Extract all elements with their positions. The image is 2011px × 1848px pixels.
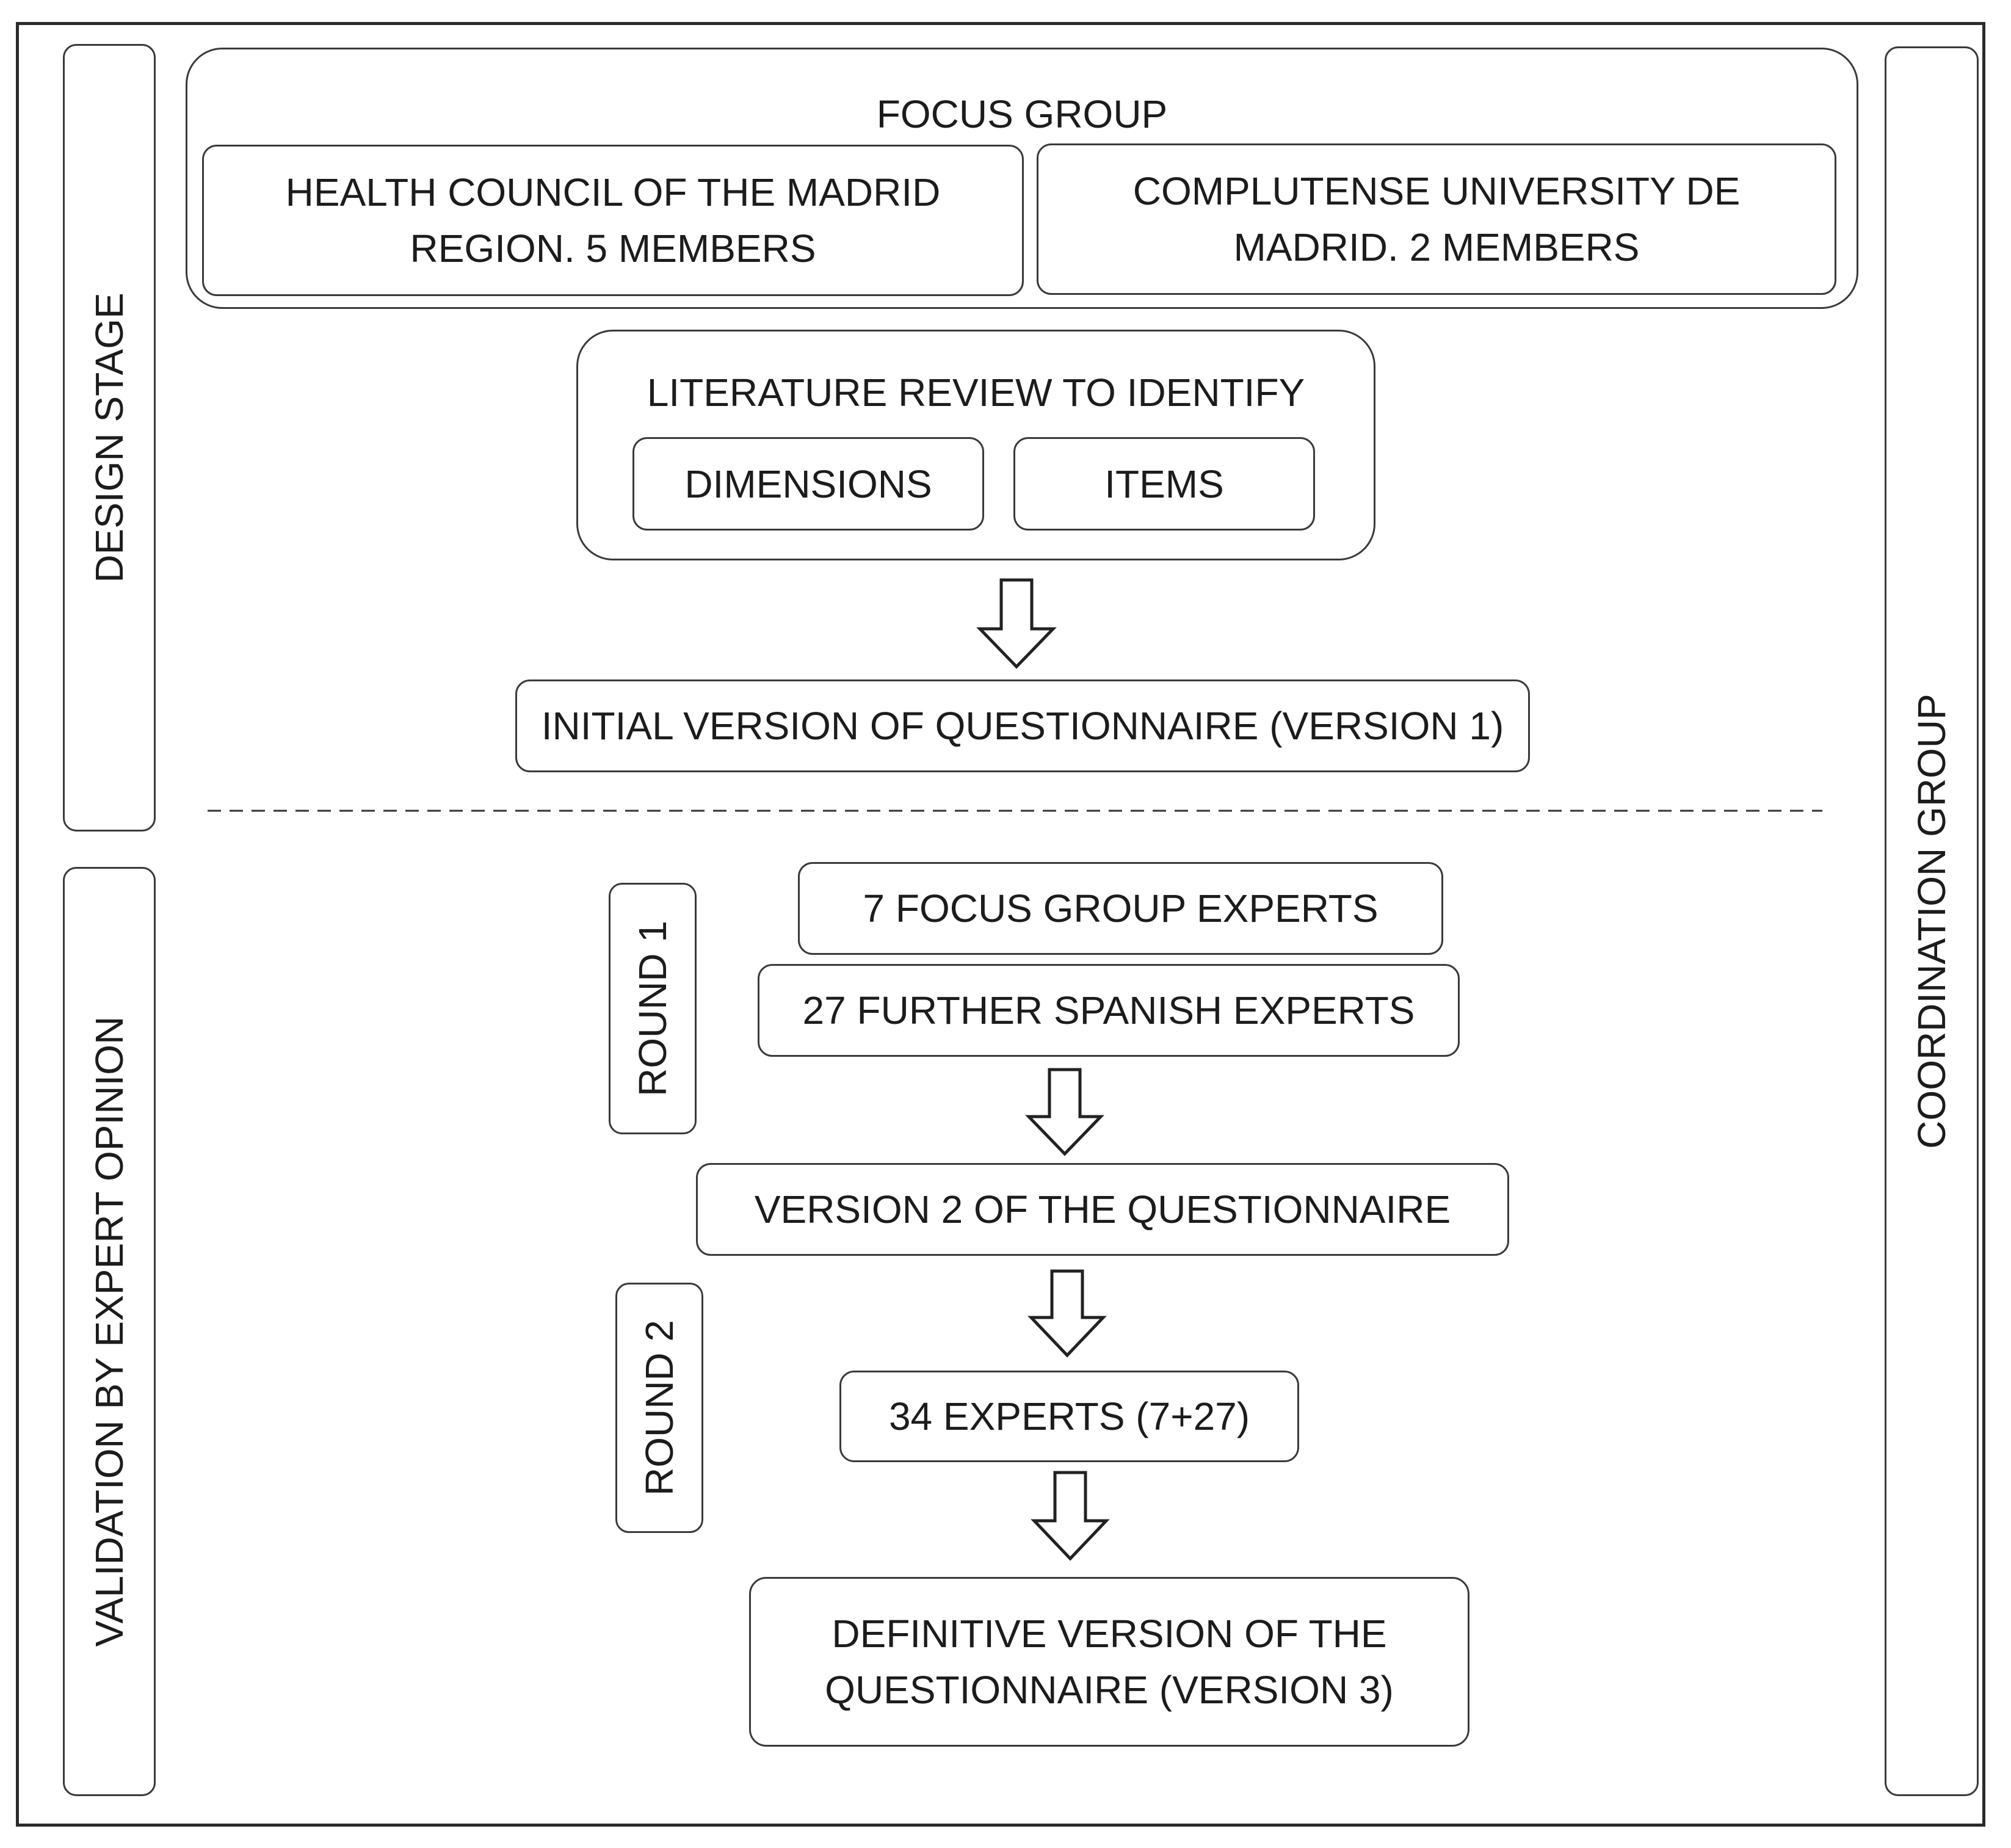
version-3-line-1: DEFINITIVE VERSION OF THE <box>832 1612 1387 1656</box>
spanish-experts-label: 27 FURTHER SPANISH EXPERTS <box>802 988 1415 1032</box>
focus-experts-box: 7 FOCUS GROUP EXPERTS <box>798 862 1443 955</box>
items-label: ITEMS <box>1104 462 1224 506</box>
dimensions-label: DIMENSIONS <box>684 462 932 506</box>
arrow-down-icon <box>1031 1471 1110 1561</box>
version-2-label: VERSION 2 OF THE QUESTIONNAIRE <box>754 1187 1451 1231</box>
focus-experts-label: 7 FOCUS GROUP EXPERTS <box>863 886 1379 930</box>
items-box: ITEMS <box>1013 437 1315 531</box>
coordination-group-box: COORDINATION GROUP <box>1885 46 1979 1796</box>
round-2-experts-label: 34 EXPERTS (7+27) <box>888 1394 1250 1438</box>
complutense-line-1: COMPLUTENSE UNIVERSITY DE <box>1132 169 1741 213</box>
version-1-box: INITIAL VERSION OF QUESTIONNAIRE (VERSIO… <box>515 679 1530 772</box>
complutense-line-2: MADRID. 2 MEMBERS <box>1233 225 1640 269</box>
round-2-label-box: ROUND 2 <box>615 1283 703 1533</box>
version-1-label: INITIAL VERSION OF QUESTIONNAIRE (VERSIO… <box>541 704 1504 748</box>
complutense-box: COMPLUTENSE UNIVERSITY DE MADRID. 2 MEMB… <box>1037 143 1836 295</box>
arrow-down-icon <box>1027 1269 1107 1358</box>
version-3-box: DEFINITIVE VERSION OF THE QUESTIONNAIRE … <box>749 1577 1469 1747</box>
round-1-label-box: ROUND 1 <box>609 883 697 1134</box>
spanish-experts-box: 27 FURTHER SPANISH EXPERTS <box>758 964 1460 1057</box>
dimensions-box: DIMENSIONS <box>632 437 984 531</box>
focus-group-title: FOCUS GROUP <box>876 92 1168 136</box>
validation-stage-label-box: VALIDATION BY EXPERT OPINION <box>63 867 156 1796</box>
version-3-line-2: QUESTIONNAIRE (VERSION 3) <box>825 1668 1394 1712</box>
round-2-experts-box: 34 EXPERTS (7+27) <box>839 1371 1299 1462</box>
design-stage-label-box: DESIGN STAGE <box>63 44 156 832</box>
health-council-line-1: HEALTH COUNCIL OF THE MADRID <box>285 170 941 214</box>
arrow-down-icon <box>1025 1068 1104 1156</box>
literature-review-title: LITERATURE REVIEW TO IDENTIFY <box>647 371 1305 415</box>
health-council-box: HEALTH COUNCIL OF THE MADRID REGION. 5 M… <box>202 145 1024 296</box>
version-2-box: VERSION 2 OF THE QUESTIONNAIRE <box>696 1163 1509 1256</box>
diagram-frame <box>16 22 1985 1827</box>
health-council-line-2: REGION. 5 MEMBERS <box>410 226 816 270</box>
arrow-down-icon <box>976 578 1057 669</box>
